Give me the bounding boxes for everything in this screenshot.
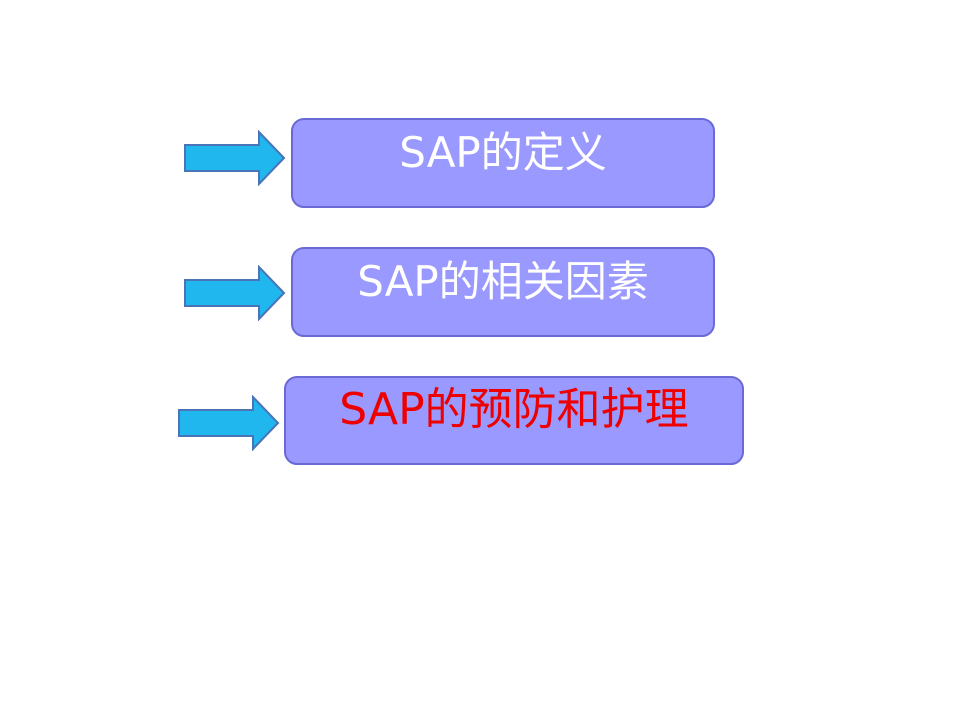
item-label: SAP的定义 (399, 128, 607, 177)
right-arrow-icon (178, 395, 280, 451)
item-box-sap-related-factors[interactable]: SAP的相关因素 (291, 247, 715, 337)
item-box-sap-definition[interactable]: SAP的定义 (291, 118, 715, 208)
right-arrow-icon (184, 265, 286, 321)
item-label-active: SAP的预防和护理 (339, 384, 689, 435)
item-box-sap-prevention-care[interactable]: SAP的预防和护理 (284, 376, 744, 465)
right-arrow-icon (184, 130, 286, 186)
item-label: SAP的相关因素 (357, 257, 649, 306)
